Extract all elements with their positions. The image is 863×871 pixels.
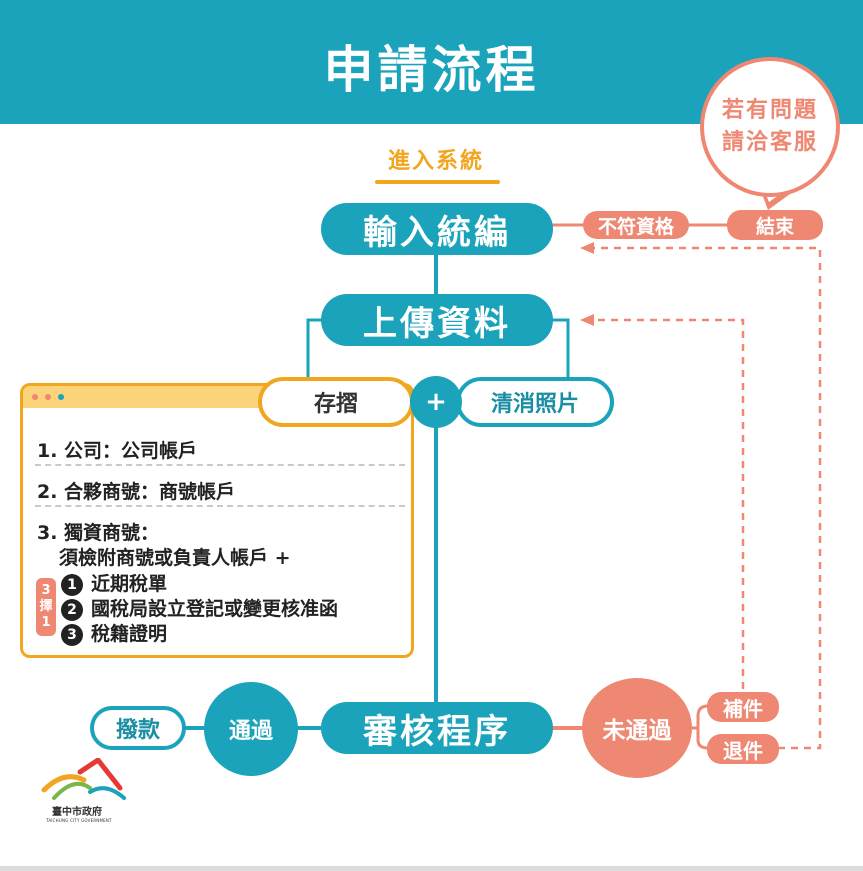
option-3-text: 稅籍證明 bbox=[91, 623, 168, 645]
number-3-icon: 3 bbox=[61, 623, 83, 646]
header-banner: 申請流程 bbox=[0, 0, 863, 124]
dashed-return-path bbox=[590, 246, 822, 750]
logo-name: 臺中市政府 bbox=[52, 807, 102, 818]
option-1: 1 近期稅單 bbox=[61, 569, 167, 596]
choose-one-tag: 3 擇 1 bbox=[36, 578, 56, 636]
page-title: 申請流程 bbox=[323, 41, 540, 99]
dashed-supplement-path bbox=[592, 318, 778, 708]
option-1-text: 近期稅單 bbox=[91, 573, 168, 595]
step-pass: 通過 bbox=[204, 682, 298, 776]
plus-icon: + bbox=[410, 376, 462, 428]
choose-tag-char: 3 bbox=[41, 583, 51, 598]
connector-fail-split bbox=[696, 704, 709, 750]
logo-subtitle: TAICHUNG CITY GOVERNMENT bbox=[46, 818, 112, 823]
step-photo: 清消照片 bbox=[456, 377, 614, 427]
step-fail: 未通過 bbox=[582, 678, 692, 778]
help-bubble: 若有問題 請洽客服 bbox=[700, 57, 840, 197]
supplement-badge: 補件 bbox=[707, 692, 779, 722]
panel-item-3-title: 3. 獨資商號： bbox=[37, 522, 160, 544]
ineligible-badge: 不符資格 bbox=[583, 211, 689, 239]
window-dot-icon bbox=[45, 394, 51, 400]
help-line-1: 若有問題 bbox=[721, 98, 818, 123]
option-2-text: 國稅局設立登記或變更核准函 bbox=[91, 598, 339, 620]
panel-item-2: 2. 合夥商號：商號帳戶 bbox=[37, 481, 236, 503]
step-review: 審核程序 bbox=[321, 702, 553, 754]
taichung-logo-icon bbox=[41, 758, 126, 800]
window-dot-icon bbox=[58, 394, 64, 400]
return-badge: 退件 bbox=[707, 734, 779, 764]
choose-tag-char: 擇 bbox=[39, 599, 53, 614]
entry-underline bbox=[375, 180, 500, 184]
choose-tag-char: 1 bbox=[41, 615, 51, 630]
number-1-icon: 1 bbox=[61, 573, 83, 596]
panel-item-1: 1. 公司：公司帳戶 bbox=[37, 440, 198, 462]
bottom-divider bbox=[0, 866, 863, 871]
end-badge: 結束 bbox=[727, 210, 823, 240]
step-upload: 上傳資料 bbox=[321, 294, 553, 346]
step-input-id: 輸入統編 bbox=[321, 203, 553, 255]
panel-item-3-desc: 須檢附商號或負責人帳戶 + bbox=[59, 547, 291, 569]
window-dot-icon bbox=[32, 394, 38, 400]
option-2: 2 國稅局設立登記或變更核准函 bbox=[61, 594, 338, 621]
arrowhead-supplement bbox=[580, 314, 594, 326]
step-payout: 撥款 bbox=[90, 706, 186, 750]
number-2-icon: 2 bbox=[61, 598, 83, 621]
step-passbook: 存摺 bbox=[258, 377, 414, 427]
entry-label: 進入系統 bbox=[387, 149, 484, 174]
connector-upload-left bbox=[306, 318, 322, 378]
arrowhead-return bbox=[580, 242, 594, 254]
passbook-panel: 1. 公司：公司帳戶 2. 合夥商號：商號帳戶 3. 獨資商號： 須檢附商號或負… bbox=[20, 383, 414, 658]
help-line-2: 請洽客服 bbox=[721, 130, 818, 155]
option-3: 3 稅籍證明 bbox=[61, 619, 167, 646]
divider bbox=[35, 464, 405, 466]
connector-upload-right bbox=[552, 318, 570, 378]
divider bbox=[35, 505, 405, 507]
